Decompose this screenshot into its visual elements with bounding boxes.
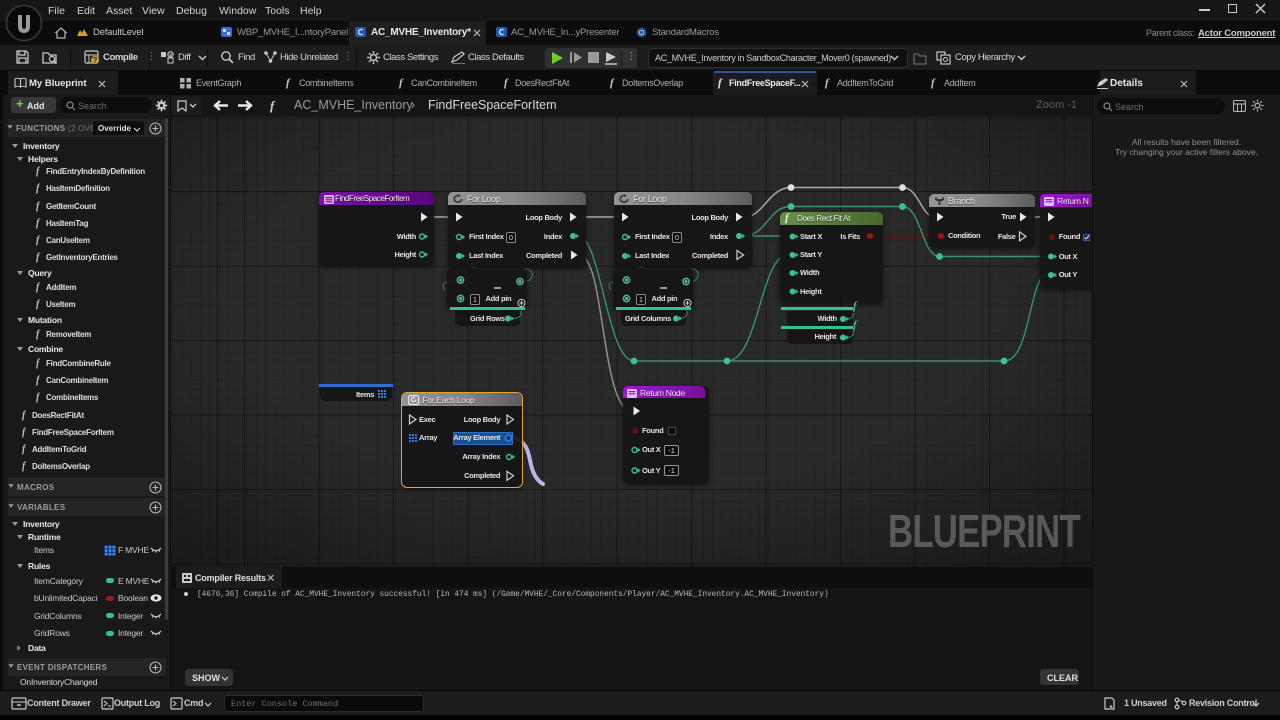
svg-text:?: ? [93, 56, 98, 65]
